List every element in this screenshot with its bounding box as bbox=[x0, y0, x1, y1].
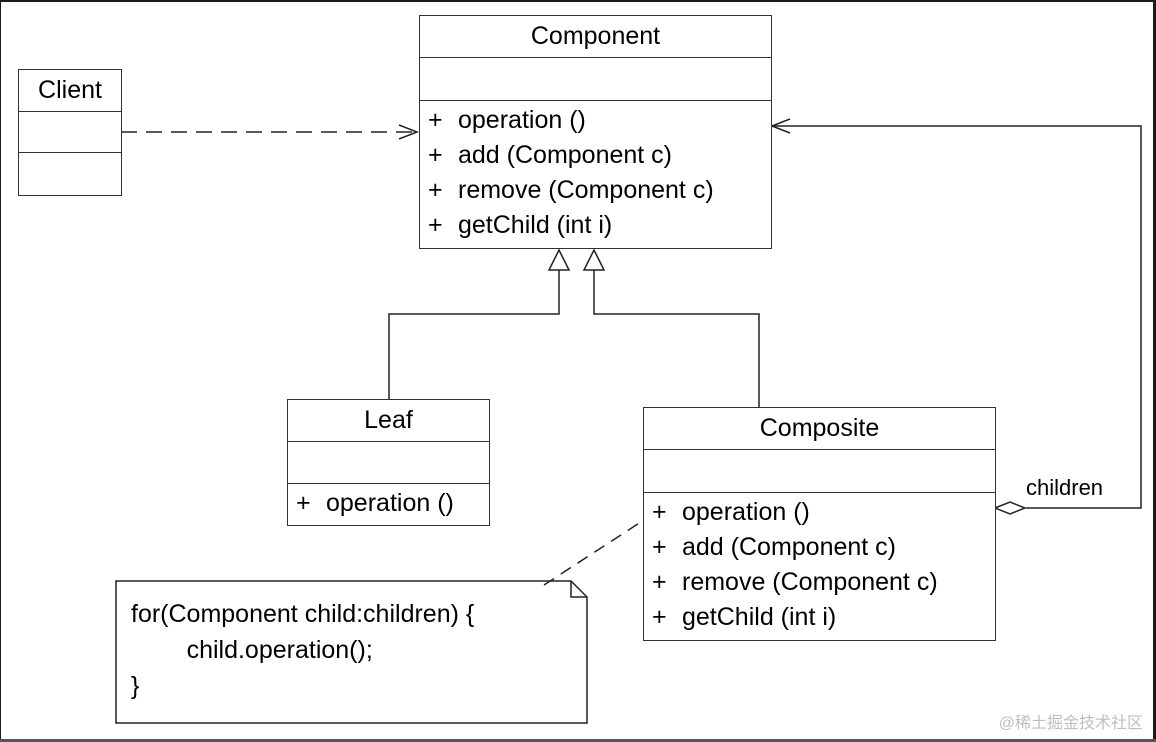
leaf-attributes-compartment bbox=[288, 442, 489, 484]
composite-operation: +add (Component c) bbox=[652, 533, 897, 561]
leaf-operations-compartment: +operation () bbox=[288, 484, 489, 521]
note-corner-fold bbox=[570, 581, 587, 598]
composite-generalization-arrowhead bbox=[582, 248, 606, 271]
component-operations-compartment: +operation () +add (Component c) +remove… bbox=[420, 101, 771, 243]
note-shape bbox=[115, 580, 588, 724]
leaf-class-name: Leaf bbox=[288, 400, 489, 442]
component-class: Component +operation () +add (Component … bbox=[419, 15, 772, 249]
leaf-operation: +operation () bbox=[296, 489, 454, 517]
children-aggregation-line bbox=[772, 125, 1142, 509]
client-attributes-compartment bbox=[19, 112, 121, 153]
composite-generalization-line bbox=[593, 270, 760, 408]
leaf-generalization-arrowhead bbox=[547, 248, 571, 271]
component-class-name: Component bbox=[420, 16, 771, 58]
children-role-label: children bbox=[1026, 475, 1104, 500]
composite-operations-compartment: +operation () +add (Component c) +remove… bbox=[644, 493, 995, 635]
component-attributes-compartment bbox=[420, 58, 771, 101]
composite-operation: +operation () bbox=[652, 498, 810, 526]
leaf-generalization-line bbox=[388, 270, 560, 400]
composite-operation: +getChild (int i) bbox=[652, 603, 837, 631]
composite-attributes-compartment bbox=[644, 450, 995, 493]
aggregation-diamond bbox=[992, 501, 1028, 515]
bottom-edge bbox=[0, 739, 1156, 742]
watermark: @稀土掘金技术社区 bbox=[998, 715, 1143, 732]
composite-class: Composite +operation () +add (Component … bbox=[643, 407, 996, 641]
aggregation-arrowhead bbox=[769, 118, 791, 134]
client-class-name: Client bbox=[19, 70, 121, 112]
composite-class-name: Composite bbox=[644, 408, 995, 450]
note-line: } bbox=[131, 672, 140, 700]
leaf-class: Leaf +operation () bbox=[287, 399, 490, 526]
component-operation: +remove (Component c) bbox=[428, 176, 714, 204]
component-operation: +operation () bbox=[428, 106, 586, 134]
dependency-arrowhead bbox=[398, 124, 420, 140]
component-operation: +getChild (int i) bbox=[428, 211, 613, 239]
component-operation: +add (Component c) bbox=[428, 141, 673, 169]
note-line: child.operation(); bbox=[131, 636, 373, 664]
composite-operation: +remove (Component c) bbox=[652, 568, 938, 596]
note-line: for(Component child:children) { bbox=[131, 600, 475, 628]
note-text: for(Component child:children) { child.op… bbox=[131, 596, 474, 704]
client-class: Client bbox=[18, 69, 122, 196]
